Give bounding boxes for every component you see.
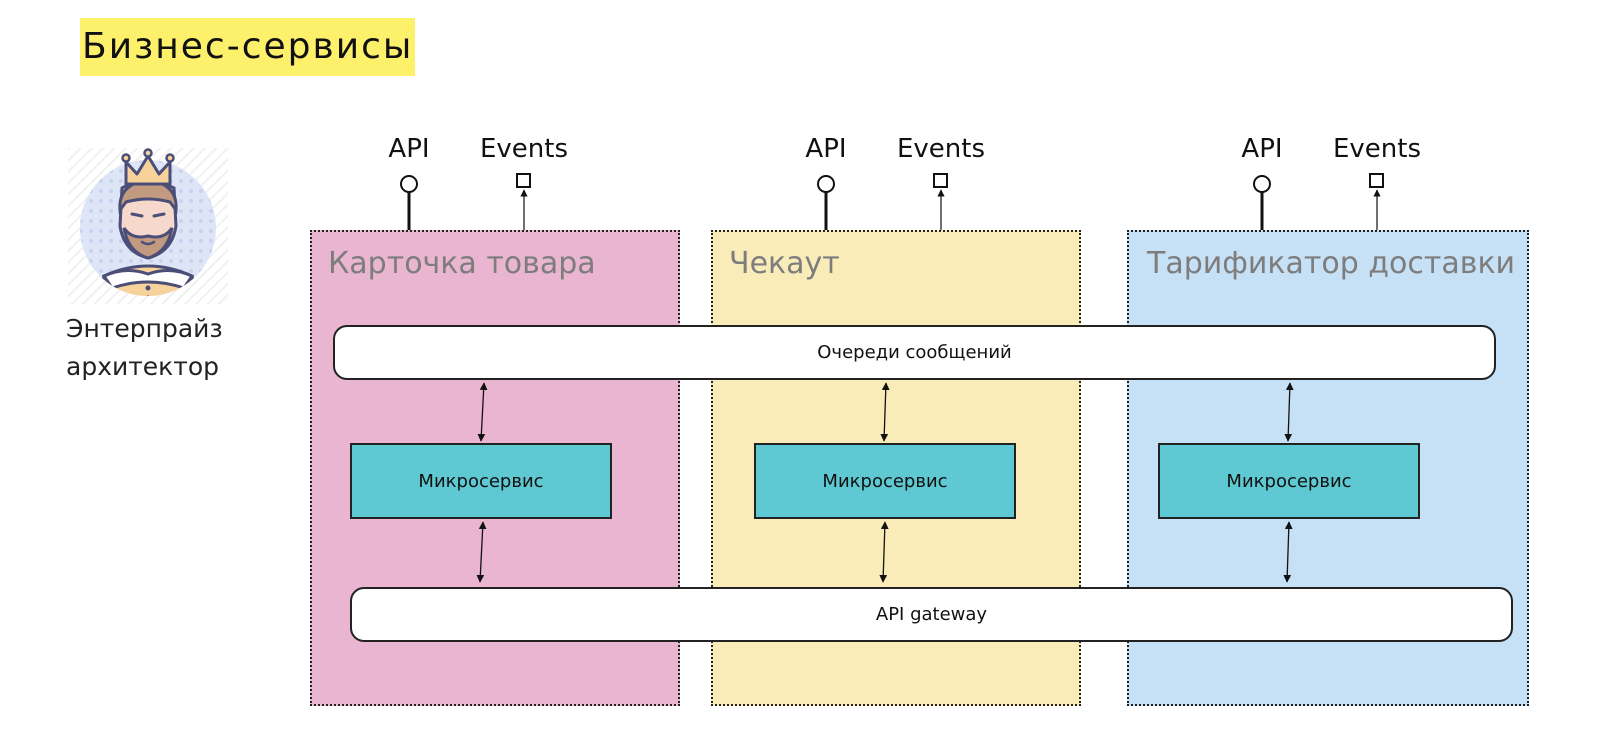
message-queue-bar: Очереди сообщений (333, 325, 1496, 380)
events-label: Events (479, 134, 569, 164)
actor-label-line1: Энтерпрайз (66, 314, 223, 343)
api-label: API (805, 134, 847, 164)
api-label: API (1241, 134, 1283, 164)
page-title: Бизнес-сервисы (80, 18, 416, 76)
api-label: API (388, 134, 430, 164)
api-port-icon (400, 175, 418, 230)
events-label: Events (1332, 134, 1422, 164)
king-avatar-icon (68, 148, 228, 304)
api-port-icon (1253, 175, 1271, 230)
zone-title: Тарификатор доставки (1147, 246, 1516, 281)
microservice-box: Микросервис (350, 443, 612, 519)
microservice-box: Микросервис (1158, 443, 1420, 519)
api-port-icon (817, 175, 835, 230)
actor-label-line2: архитектор (66, 352, 220, 381)
zone-title: Чекаут (729, 246, 840, 281)
zone-title: Карточка товара (328, 246, 596, 281)
enterprise-architect-avatar (68, 148, 228, 304)
events-port-icon (1369, 173, 1384, 230)
events-port-icon (933, 173, 948, 230)
microservice-box: Микросервис (754, 443, 1016, 519)
actor-label: Энтерпрайз архитектор (66, 310, 223, 386)
events-port-icon (516, 173, 531, 230)
api-gateway-bar: API gateway (350, 587, 1513, 642)
events-label: Events (896, 134, 986, 164)
